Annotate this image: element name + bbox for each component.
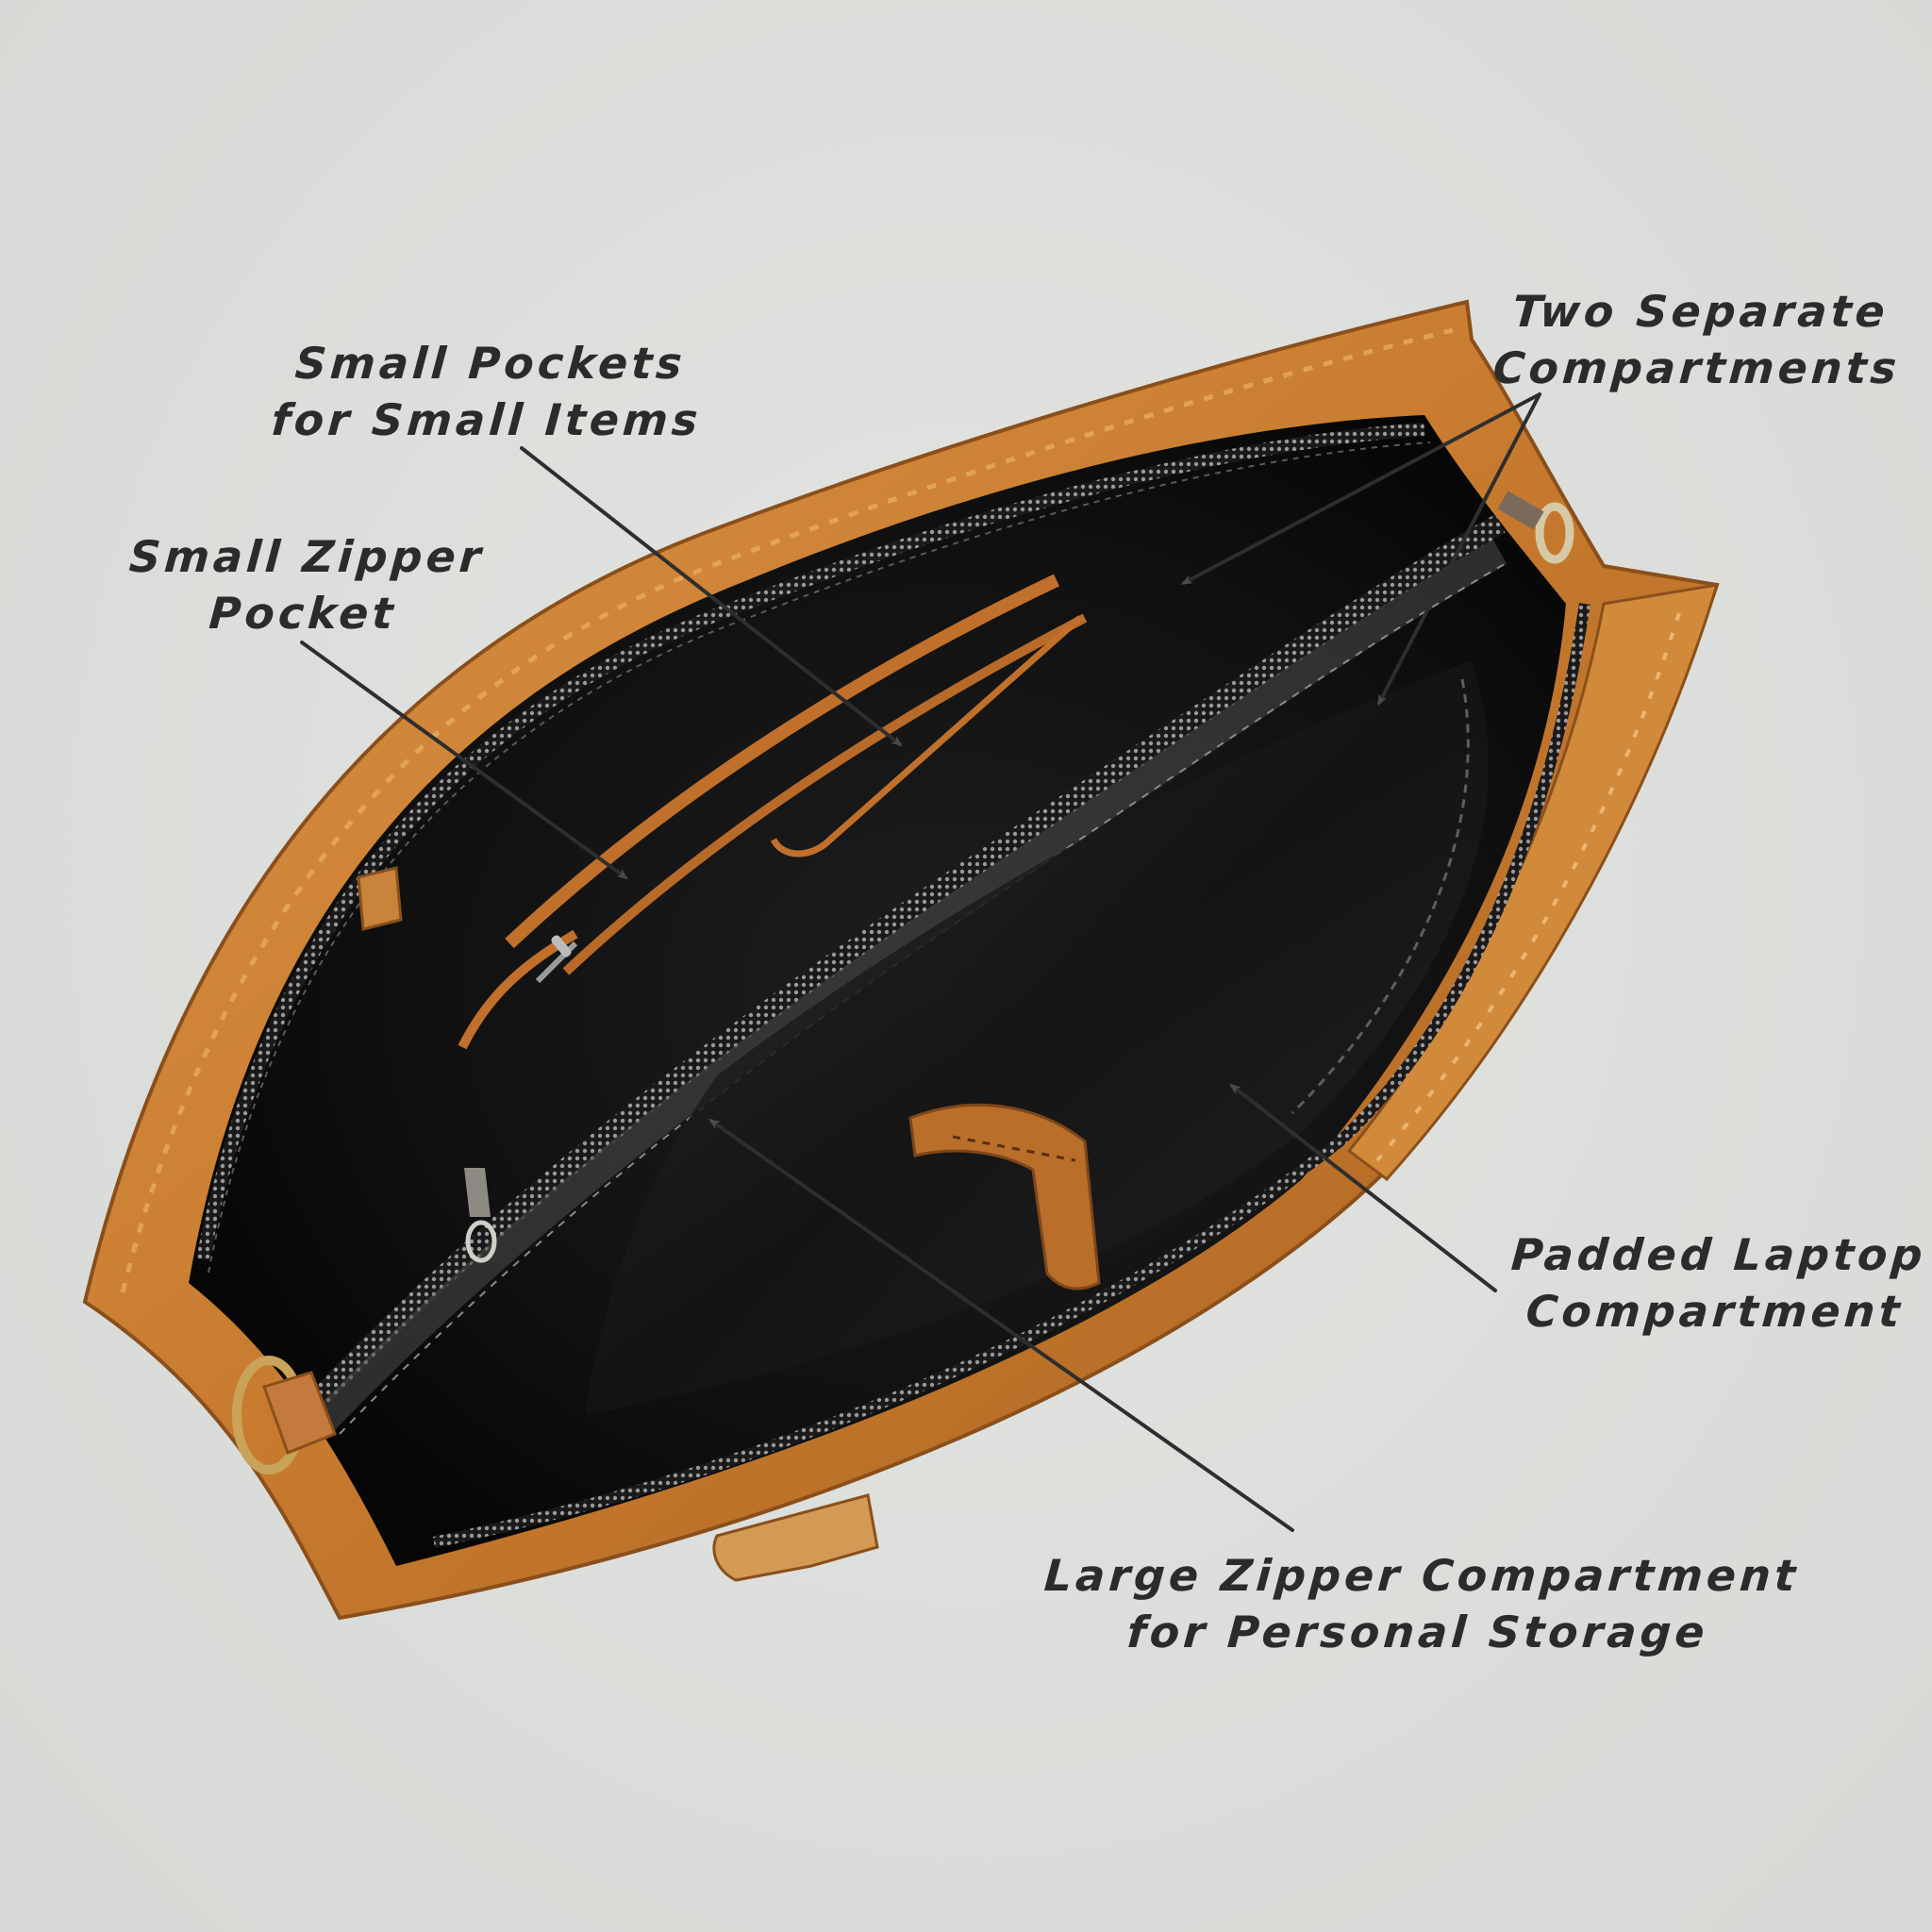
callout-line: Compartments	[1491, 342, 1902, 393]
divider-zipper-pull	[464, 1168, 497, 1263]
bottom-zipper	[432, 603, 1591, 1548]
right-ring-hardware	[1497, 491, 1574, 564]
callout-two-separate-compartments: Two Separate Compartments	[1491, 283, 1907, 396]
callout-small-pockets: Small Pockets for Small Items	[270, 335, 708, 448]
top-zipper	[196, 423, 1425, 1261]
callout-line: Two Separate	[1510, 286, 1890, 337]
arrow-large-zipper-compartment	[708, 1118, 1294, 1532]
callout-line: Padded Laptop	[1509, 1229, 1928, 1280]
left-ring-hardware	[232, 1356, 337, 1474]
annotation-arrows	[300, 392, 1541, 1532]
interior-leather-tab	[908, 1103, 1101, 1291]
arrow-small-zipper-pocket	[300, 641, 628, 880]
padded-laptop-panel	[585, 660, 1489, 1415]
arrow-small-pockets	[520, 446, 903, 747]
callout-line: Small Zipper	[127, 531, 487, 582]
arrow-two-separate-compartments	[1377, 392, 1541, 707]
small-pockets	[458, 574, 1088, 1050]
callout-large-zipper-compartment: Large Zipper Compartment for Personal St…	[1039, 1547, 1801, 1660]
callout-line: Small Pockets	[293, 338, 688, 389]
bottom-leather-tab	[712, 1493, 879, 1582]
callout-line: Pocket	[207, 588, 399, 639]
bag-interior	[189, 415, 1591, 1566]
arrow-padded-laptop-compartment	[1229, 1083, 1497, 1292]
callout-line: for Small Items	[270, 394, 704, 445]
callout-line: Large Zipper Compartment	[1042, 1550, 1801, 1601]
callout-small-zipper-pocket: Small Zipper Pocket	[124, 528, 487, 641]
callout-padded-laptop-compartment: Padded Laptop Compartment	[1506, 1226, 1928, 1340]
callout-line: Compartment	[1524, 1286, 1906, 1337]
bag-leather-right-flap	[1346, 583, 1720, 1182]
callout-line: for Personal Storage	[1125, 1607, 1710, 1657]
divider-zipper	[313, 514, 1506, 1404]
arrow-two-separate-compartments	[1180, 392, 1541, 585]
left-side-tab	[357, 866, 403, 931]
small-zipper-pull	[535, 935, 578, 984]
